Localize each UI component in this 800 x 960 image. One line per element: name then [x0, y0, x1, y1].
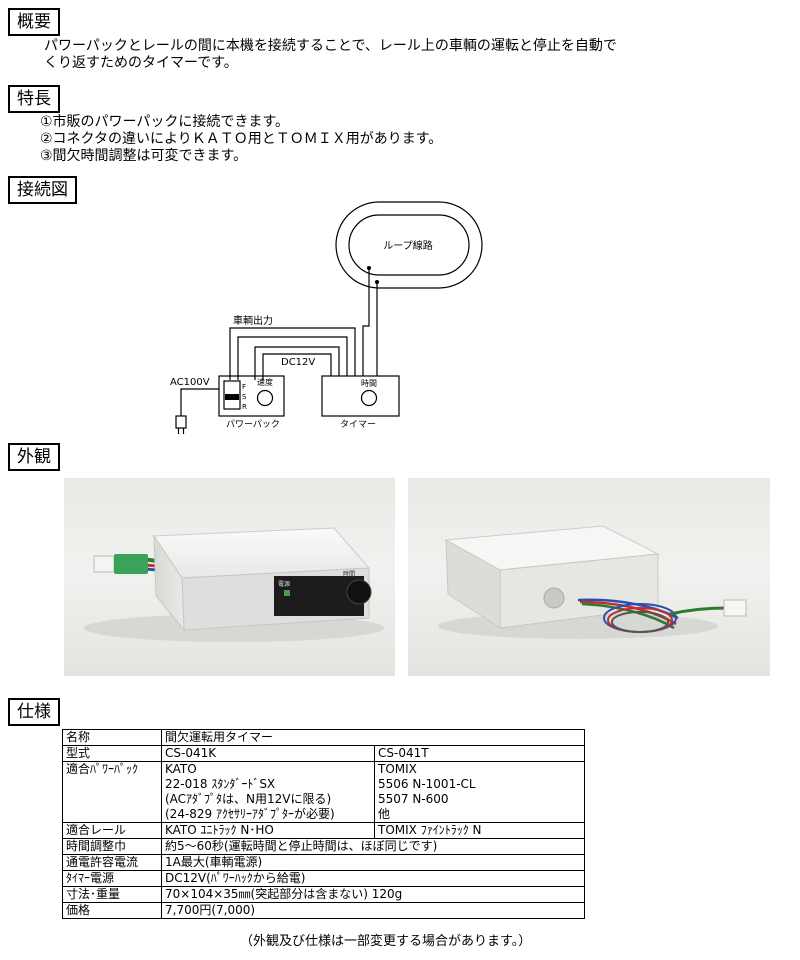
front-time-label: 時間 — [343, 570, 355, 578]
spec-value: 70×104×35㎜(突起部分は含まない) 120g — [161, 886, 585, 903]
product-photo-front: 電源 時間 — [64, 478, 395, 676]
features-heading: 特長 — [8, 85, 60, 113]
spec-value-tomix: TOMIX 5506 N-1001-CL 5507 N-600 他 — [374, 761, 585, 823]
spec-value-kato: KATO 22-018 ｽﾀﾝﾀﾞｰﾄﾞSX (ACｱﾀﾞﾌﾟﾀは、N用12Vに… — [161, 761, 375, 823]
wiring-diagram: ループ線路 車輌出力 DC12V AC100V 速度 時間 F S R パワーパ… — [170, 201, 483, 434]
spec-line: 5507 N-600 — [378, 792, 449, 806]
spec-label: 名称 — [62, 729, 162, 746]
spec-label: 寸法･重量 — [62, 886, 162, 903]
spec-value: DC12V(ﾊﾟﾜｰﾊｯｸから給電) — [161, 870, 585, 887]
feature-item-2: ②コネクタの違いによりＫＡＴＯ用とＴＯＭＩＸ用があります。 — [40, 131, 443, 147]
front-power-label: 電源 — [278, 580, 290, 588]
spec-value-tomix: CS-041T — [374, 745, 585, 762]
loop-track-label: ループ線路 — [383, 239, 432, 252]
spec-label: 時間調整巾 — [62, 838, 162, 855]
feature-item-1: ①市販のパワーパックに接続できます。 — [40, 114, 290, 130]
ac-label: AC100V — [170, 377, 210, 388]
product-photo-front-image: 電源 時間 — [84, 527, 384, 642]
specs-heading: 仕様 — [8, 698, 60, 726]
product-photo-back-image — [438, 525, 747, 639]
car-output-label: 車輌出力 — [233, 314, 273, 327]
table-row: 寸法･重量 70×104×35㎜(突起部分は含まない) 120g — [62, 886, 585, 903]
spec-value-kato: CS-041K — [161, 745, 375, 762]
table-row: 通電許容電流 1A最大(車輌電源) — [62, 854, 585, 871]
spec-line: (24-829 ｱｸｾｻﾘｰｱﾀﾞﾌﾟﾀｰが必要) — [165, 807, 335, 821]
appearance-heading: 外観 — [8, 443, 60, 471]
spec-value-tomix: TOMIX ﾌｧｲﾝﾄﾗｯｸ N — [374, 822, 585, 839]
spec-line: TOMIX — [378, 762, 417, 776]
speed-label: 速度 — [257, 377, 273, 387]
spec-line: 22-018 ｽﾀﾝﾀﾞｰﾄﾞSX — [165, 777, 276, 791]
spec-value: 間欠運転用タイマー — [161, 729, 585, 746]
switch-s-label: S — [242, 393, 247, 401]
overview-line-1: パワーパックとレールの間に本機を接続することで、レール上の車輌の運転と停止を自動… — [44, 38, 617, 54]
spec-value: 約5～60秒(運転時間と停止時間は、ほぼ同じです) — [161, 838, 585, 855]
switch-f-label: F — [242, 383, 246, 391]
product-photo-back — [408, 478, 770, 676]
table-row: 名称 間欠運転用タイマー — [62, 729, 585, 746]
table-row: 価格 7,700円(7,000) — [62, 902, 585, 919]
spec-value: 1A最大(車輌電源) — [161, 854, 585, 871]
spec-line: 他 — [378, 807, 391, 821]
feature-item-3: ③間欠時間調整は可変できます。 — [40, 148, 248, 164]
dc-label: DC12V — [281, 357, 315, 368]
spec-label: ﾀｲﾏｰ電源 — [62, 870, 162, 887]
table-row: 適合ﾊﾟﾜｰﾊﾟｯｸ KATO 22-018 ｽﾀﾝﾀﾞｰﾄﾞSX (ACｱﾀﾞ… — [62, 761, 585, 823]
timer-label: タイマー — [340, 419, 376, 430]
table-row: 適合レール KATO ﾕﾆﾄﾗｯｸ N･HO TOMIX ﾌｧｲﾝﾄﾗｯｸ N — [62, 822, 585, 839]
table-row: 型式 CS-041K CS-041T — [62, 745, 585, 762]
table-row: ﾀｲﾏｰ電源 DC12V(ﾊﾟﾜｰﾊｯｸから給電) — [62, 870, 585, 887]
spec-line: KATO — [165, 762, 197, 776]
footnote: （外観及び仕様は一部変更する場合があります。） — [240, 934, 532, 949]
spec-table: 名称 間欠運転用タイマー 型式 CS-041K CS-041T 適合ﾊﾟﾜｰﾊﾟ… — [62, 729, 585, 919]
spec-value: 7,700円(7,000) — [161, 902, 585, 919]
spec-label: 型式 — [62, 745, 162, 762]
spec-line: 5506 N-1001-CL — [378, 777, 476, 791]
spec-label: 適合レール — [62, 822, 162, 839]
wiring-heading: 接続図 — [8, 176, 77, 204]
spec-label: 価格 — [62, 902, 162, 919]
spec-label: 通電許容電流 — [62, 854, 162, 871]
table-row: 時間調整巾 約5～60秒(運転時間と停止時間は、ほぼ同じです) — [62, 838, 585, 855]
spec-line: (ACｱﾀﾞﾌﾟﾀは、N用12Vに限る) — [165, 792, 332, 806]
overview-line-2: くり返すためのタイマーです。 — [44, 55, 238, 71]
spec-label: 適合ﾊﾟﾜｰﾊﾟｯｸ — [62, 761, 162, 823]
switch-r-label: R — [242, 403, 247, 411]
overview-heading: 概要 — [8, 8, 60, 36]
spec-value-kato: KATO ﾕﾆﾄﾗｯｸ N･HO — [161, 822, 375, 839]
powerpack-label: パワーパック — [226, 419, 280, 430]
time-label: 時間 — [361, 379, 377, 388]
